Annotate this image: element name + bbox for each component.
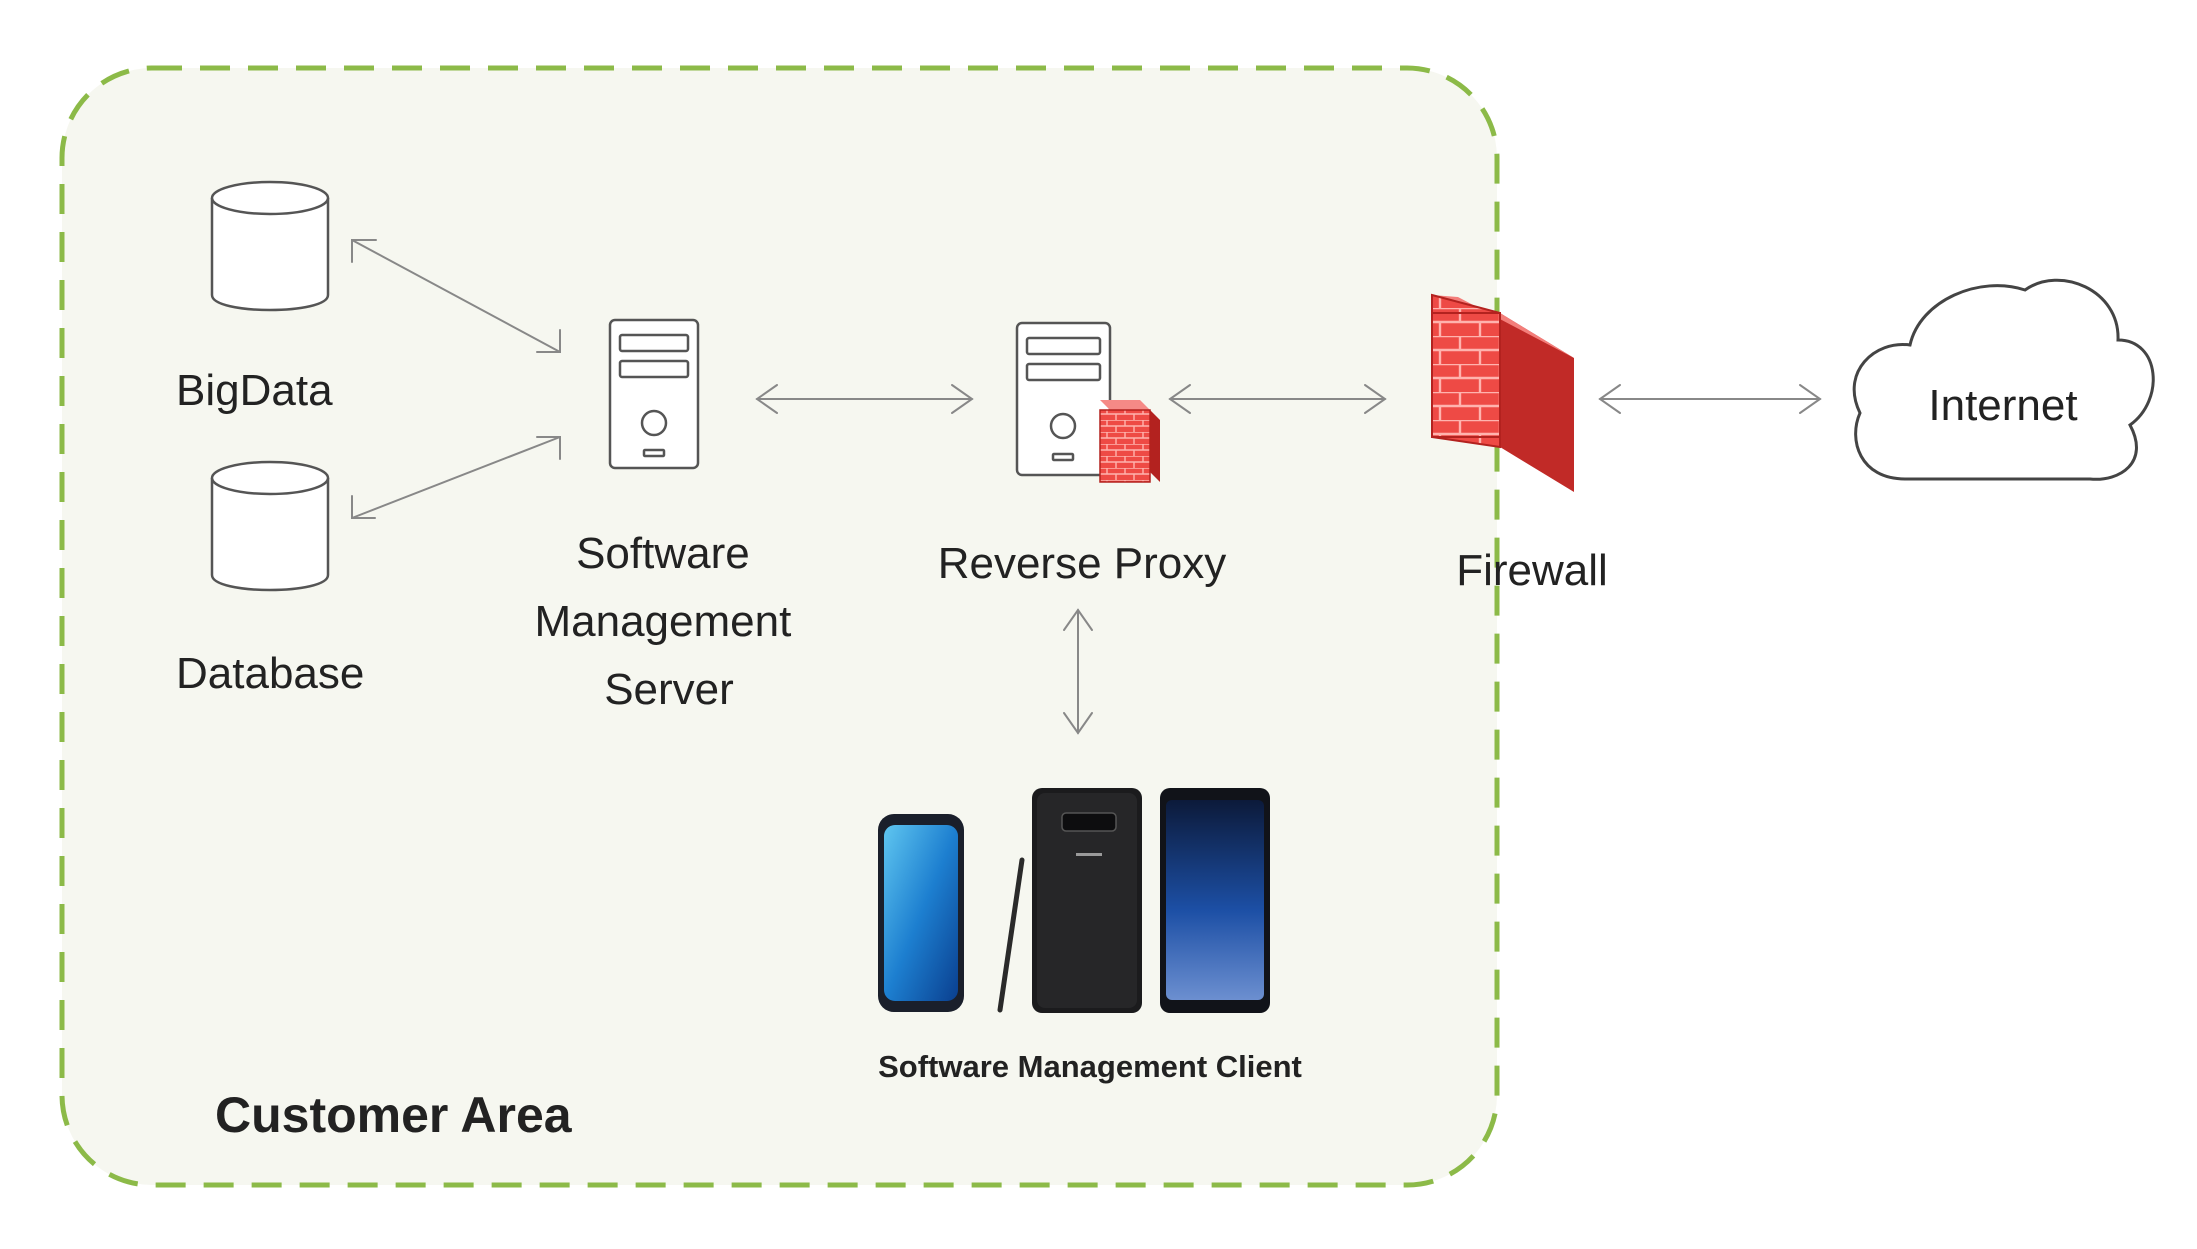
connector-database-server	[351, 436, 561, 519]
database-cylinder-icon	[210, 180, 330, 312]
internet-label: Internet	[1928, 381, 2077, 430]
smartphones-icon	[878, 788, 1270, 1013]
reverse-proxy-label: Reverse Proxy	[938, 539, 1227, 588]
software-management-client-node: Software Management Client	[878, 788, 1302, 1084]
phone-back	[1032, 788, 1142, 1013]
server-label-line-2: Management	[534, 597, 791, 646]
client-label: Software Management Client	[878, 1049, 1302, 1084]
bigdata-node: BigData	[176, 180, 333, 415]
database-node: Database	[176, 460, 364, 698]
connector-proxy-firewall	[1168, 384, 1387, 414]
server-label-line-1: Software	[576, 529, 750, 578]
reverse-proxy-node: Reverse Proxy	[938, 321, 1227, 588]
bigdata-label: BigData	[176, 366, 333, 415]
server-tower-icon	[608, 318, 700, 470]
database-label: Database	[176, 649, 364, 698]
internet-node: Internet	[1852, 278, 2155, 481]
connector-server-proxy	[755, 384, 974, 414]
brick-firewall-icon	[1431, 293, 1574, 492]
database-cylinder-icon	[210, 460, 330, 592]
software-management-server-node: Software Management Server	[534, 318, 803, 714]
server-label: Software Management Server	[534, 529, 803, 714]
phone-front	[1160, 788, 1270, 1013]
stylus	[997, 857, 1025, 1013]
customer-area-label: Customer Area	[215, 1087, 573, 1143]
phone-blue	[878, 814, 964, 1012]
server-with-firewall-icon	[1015, 321, 1160, 483]
firewall-node: Firewall	[1431, 293, 1608, 595]
server-label-line-3: Server	[604, 665, 734, 714]
connector-proxy-client	[1063, 608, 1093, 735]
cloud-icon	[1852, 278, 2155, 481]
mini-firewall-icon	[1099, 400, 1160, 483]
firewall-label: Firewall	[1456, 546, 1608, 595]
connector-bigdata-server	[351, 239, 561, 353]
connector-firewall-internet	[1598, 384, 1822, 414]
connectors	[351, 239, 1822, 735]
